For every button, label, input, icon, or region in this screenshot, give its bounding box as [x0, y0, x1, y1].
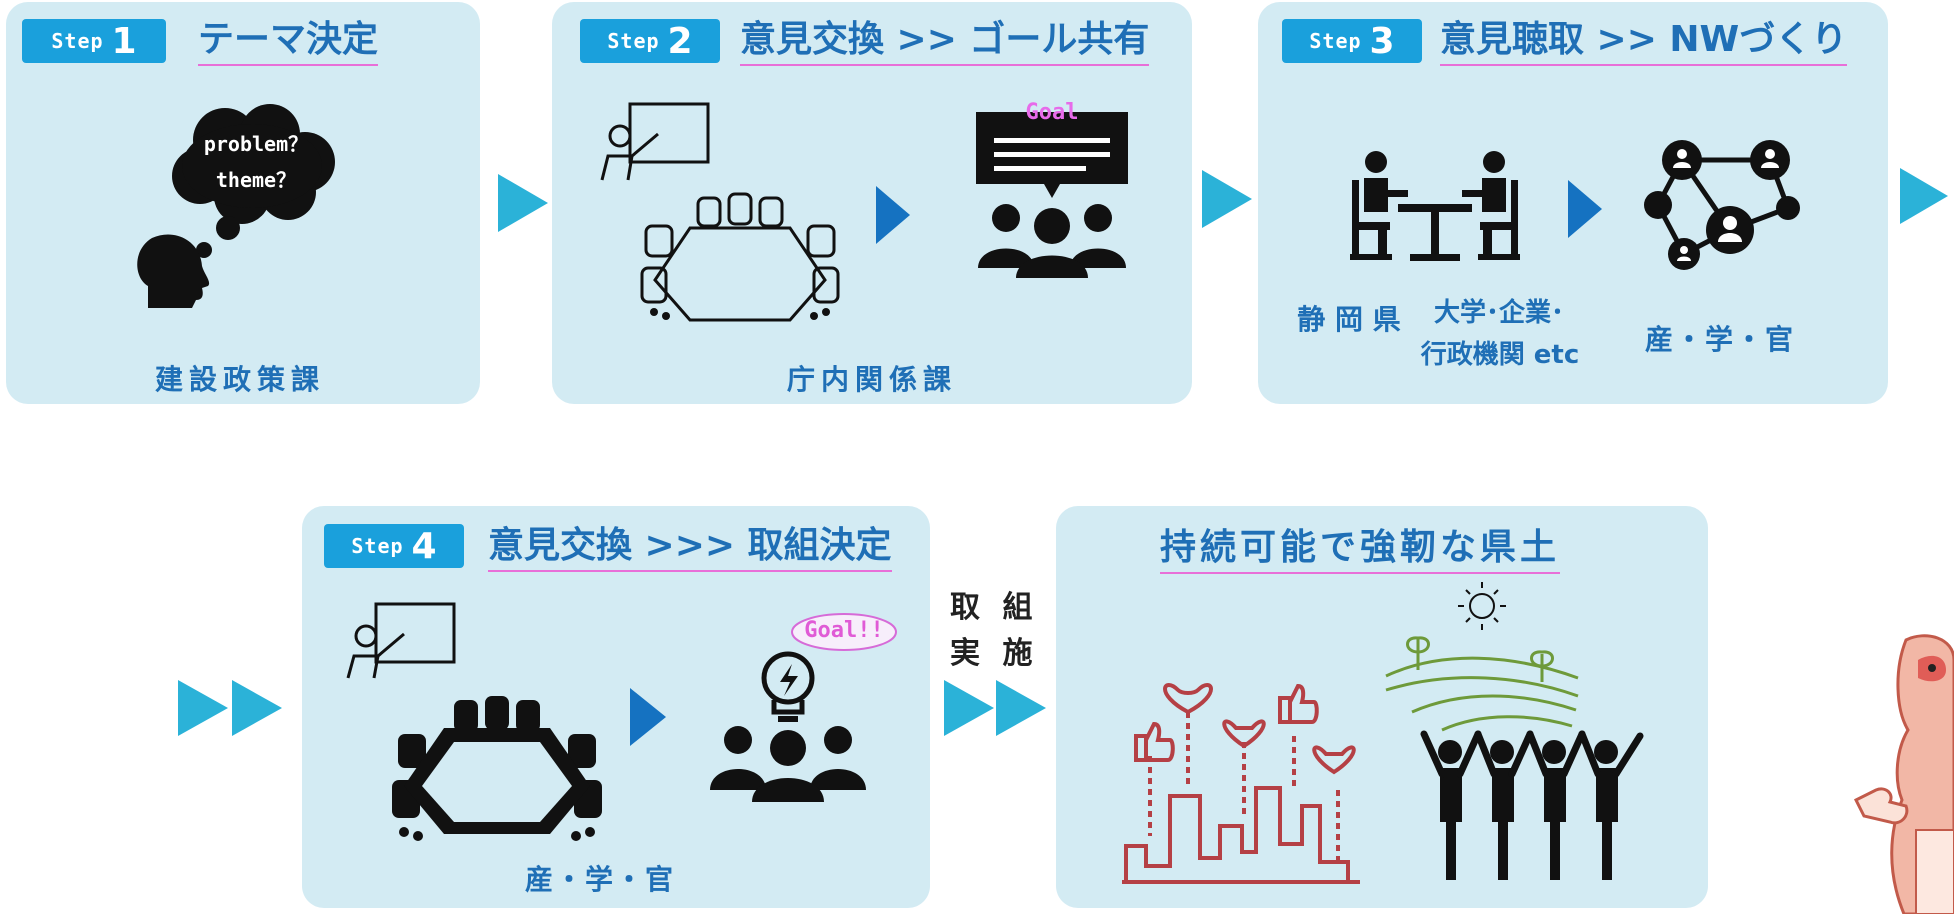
result-title: 持続可能で強靭な県土 — [1160, 526, 1561, 574]
bubble-line-theme: theme？ — [215, 168, 297, 192]
step1-label: 建設政策課 — [154, 363, 325, 396]
step-number: 3 — [1369, 20, 1395, 62]
arrow-right-icon — [1900, 168, 1948, 224]
step-number: 4 — [411, 525, 437, 567]
goal-text: Goal!! — [804, 618, 884, 643]
arrow-right-icon — [630, 688, 666, 746]
conference-table-icon — [392, 696, 602, 841]
mascot-character — [1853, 634, 1954, 914]
step4-badge: Step 4 — [324, 524, 464, 568]
step3-title: 意見聴取 >> NWづくり — [1440, 18, 1848, 66]
label-shizuoka-pref: 静 岡 県 — [1297, 303, 1401, 336]
lightbulb-team-icon — [710, 651, 866, 802]
arrow-right-icon — [498, 174, 548, 232]
bubble-line-problem: problem？ — [203, 132, 309, 156]
action-line-1: 取 組 — [950, 590, 1039, 625]
team-goal-icon — [976, 112, 1128, 278]
thinking-head-icon — [137, 104, 335, 308]
step1-title: テーマ決定 — [198, 18, 379, 66]
double-arrow-icon — [178, 680, 282, 736]
step-word: Step — [607, 29, 660, 53]
goal-text: Goal — [1025, 100, 1079, 125]
step2-badge: Step 2 — [580, 19, 720, 63]
step-number: 1 — [111, 20, 137, 62]
label-univ-company: 大学･企業･ — [1433, 298, 1564, 328]
cheering-people-icon — [1420, 730, 1644, 880]
step-word: Step — [351, 534, 404, 558]
presentation-board-icon — [600, 102, 710, 181]
step4-panel — [302, 506, 930, 908]
step2-panel — [552, 2, 1192, 404]
goal-bubble-icon — [791, 613, 897, 651]
arrow-right-icon — [876, 186, 910, 244]
step1-badge: Step 1 — [22, 19, 166, 63]
farm-landscape-icon — [1385, 582, 1579, 732]
double-arrow-icon — [944, 680, 1046, 736]
step-word: Step — [51, 29, 104, 53]
step3-label-industry-academia-gov: 産・学・官 — [1644, 323, 1795, 356]
network-icon — [1644, 140, 1800, 270]
label-gov-etc: 行政機関 etc — [1420, 340, 1580, 370]
step3-badge: Step 3 — [1282, 19, 1422, 63]
meeting-people-icon — [1350, 151, 1520, 261]
step2-title: 意見交換 >> ゴール共有 — [740, 18, 1150, 66]
step2-label: 庁内関係課 — [786, 363, 957, 396]
action-line-2: 実 施 — [950, 636, 1039, 671]
step4-label: 産・学・官 — [524, 863, 675, 896]
arrow-right-icon — [1568, 180, 1602, 238]
city-likes-icon — [1122, 683, 1360, 884]
presentation-board-icon — [346, 602, 456, 679]
step-number: 2 — [667, 20, 693, 62]
arrow-right-icon — [1202, 170, 1252, 228]
step-word: Step — [1309, 29, 1362, 53]
conference-table-icon — [640, 192, 840, 322]
step4-title: 意見交換 >>> 取組決定 — [488, 524, 892, 572]
